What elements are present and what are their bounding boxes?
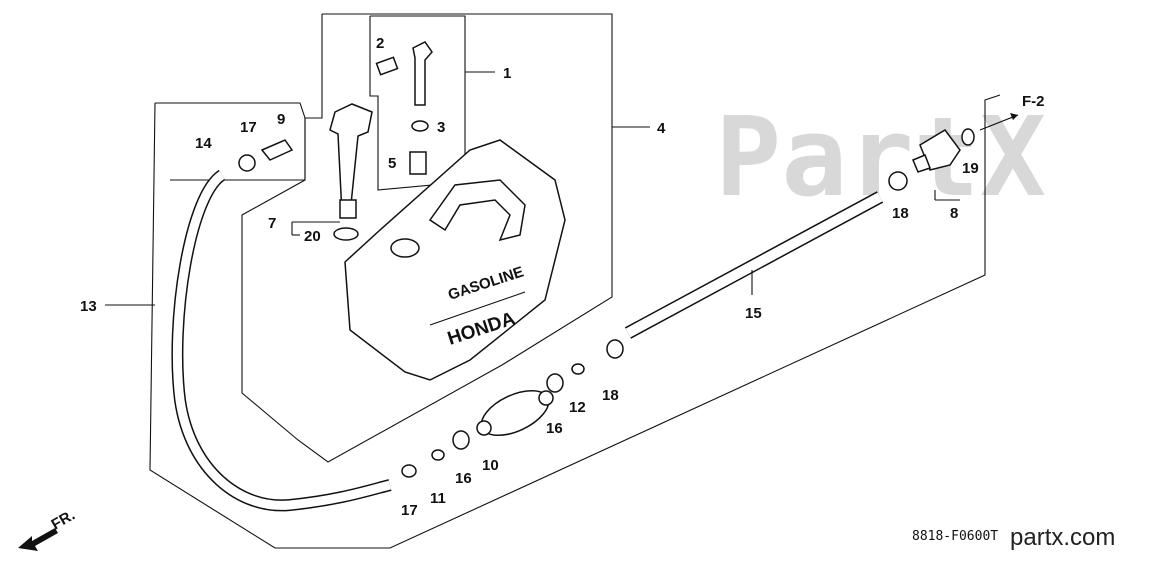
- callout-18-upper: 18: [892, 205, 909, 222]
- callout-19: 19: [962, 160, 979, 177]
- connector-8: [912, 129, 961, 173]
- hose-14: [171, 169, 392, 512]
- leader-lines: [105, 71, 1019, 306]
- callout-15: 15: [745, 305, 762, 322]
- fr-direction-arrow: FR.: [18, 507, 78, 551]
- hose-15: [624, 191, 884, 339]
- callout-8: 8: [950, 205, 958, 222]
- diagram-code: 8818-F0600T: [912, 529, 998, 544]
- callout-16-upper: 16: [546, 420, 563, 437]
- left-fittings: [238, 139, 294, 172]
- callout-4: 4: [657, 120, 666, 137]
- callout-9: 9: [277, 111, 285, 128]
- fuel-tank: GASOLINE HONDA: [344, 139, 566, 381]
- site-watermark: partx.com: [1010, 524, 1115, 551]
- callout-17-lower: 17: [401, 502, 418, 519]
- primer-bulb: [476, 389, 554, 437]
- callout-2: 2: [376, 35, 384, 52]
- callout-13: 13: [80, 298, 97, 315]
- callout-12: 12: [569, 399, 586, 416]
- callout-1: 1: [503, 65, 511, 82]
- callout-18-lower: 18: [602, 387, 619, 404]
- callout-20: 20: [304, 228, 321, 245]
- reference-f2: F-2: [1022, 93, 1045, 110]
- callout-16-lower: 16: [455, 470, 472, 487]
- callout-10: 10: [482, 457, 499, 474]
- bracket-4: [241, 13, 613, 463]
- bracket-13: [155, 102, 306, 181]
- small-fittings: [401, 128, 975, 478]
- callout-17-upper: 17: [240, 119, 257, 136]
- callout-7: 7: [268, 215, 276, 232]
- callout-5: 5: [388, 155, 396, 172]
- bracket-1: [369, 15, 466, 191]
- vent-parts: [375, 41, 433, 175]
- bracket-13-lower: [149, 94, 1001, 549]
- callout-14: 14: [195, 135, 212, 152]
- fuel-gauge-part: [329, 103, 373, 241]
- callout-11: 11: [430, 490, 446, 507]
- callout-3: 3: [437, 119, 445, 136]
